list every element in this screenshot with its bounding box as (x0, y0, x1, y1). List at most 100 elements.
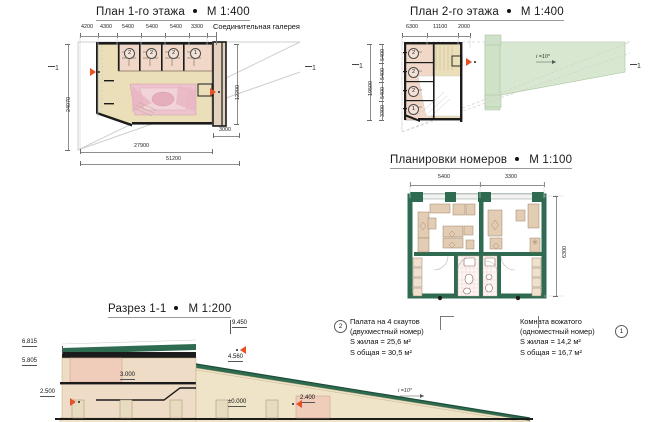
plan2-section-arrow (466, 58, 472, 66)
rooms-dim-2: 3300 (505, 174, 517, 180)
plan2-room-tag-1: 2 (408, 48, 419, 59)
arrow-dot (98, 71, 100, 73)
dim-tick (65, 44, 70, 45)
dim-tick (427, 33, 428, 38)
dim-tick (213, 133, 214, 138)
dim-tick (212, 149, 213, 154)
section-scale: M 1:200 (188, 303, 232, 315)
note-double-leader (440, 316, 441, 330)
dim-tick (65, 150, 70, 151)
cut-label: 1 (359, 63, 363, 70)
plan2-room-tag-2: 2 (408, 67, 419, 78)
plan2-dim-3: 2000 (458, 24, 470, 30)
note-tag-2: 2 (334, 320, 347, 333)
plan2-side-dim-1: 5400 (380, 49, 386, 61)
plan1-room-tag-2: 2 (146, 48, 157, 59)
dim-tick (141, 33, 142, 38)
bullet-icon (515, 156, 520, 161)
rooms-title: Планировки номеров (390, 154, 508, 166)
note-double-leader-h (440, 316, 454, 317)
section-elev-left-mid: 5.805 (22, 358, 38, 366)
cut-bar (630, 64, 637, 65)
dim-tick (239, 161, 240, 166)
plan1-dim-2: 4300 (100, 24, 112, 30)
elev-mark (62, 346, 63, 354)
rooms-right-dim: 6300 (562, 246, 568, 258)
plan2-room-tag-3: 2 (408, 86, 419, 97)
elev-mark (230, 320, 231, 334)
dim-tick (379, 82, 384, 83)
dim-tick (367, 44, 372, 45)
section-elev-right-mid: 4.560 (228, 354, 244, 362)
section-arrow-b (240, 346, 246, 354)
dim-tick (367, 120, 372, 121)
note-double-line4: S общая = 30,5 м² (350, 347, 412, 357)
dim-tick (544, 182, 545, 187)
arrow-dot (474, 61, 476, 63)
plan2-room-tag-4: 1 (408, 104, 419, 115)
arrow-dot (218, 91, 220, 93)
dim-tick (470, 33, 471, 38)
plan1-bottom-dimline (80, 152, 212, 153)
note-block-single: Комната вожатого (одноместный номер) S ж… (520, 317, 595, 358)
plan2-overall-dim: 19500 (368, 81, 374, 96)
section-slope-label: i =10° (398, 388, 412, 394)
cut-bar (305, 66, 312, 67)
bullet-icon (174, 305, 179, 310)
dim-tick (80, 33, 81, 38)
plan1-overall-dimline (80, 164, 239, 165)
plan1-top-dimline (80, 36, 216, 37)
dim-tick (98, 33, 99, 38)
plan1-room-tag-4: 1 (190, 48, 201, 59)
arrow-dot (78, 401, 80, 403)
plan1-overall-dim: 51200 (166, 156, 181, 162)
note-double-line1: Палата на 4 скаутов (350, 317, 420, 326)
dim-tick (458, 33, 459, 38)
section-arrow-c (296, 400, 302, 408)
plan2-dim-2: 11100 (433, 24, 448, 30)
bullet-icon (192, 8, 197, 13)
note-single-line2: (одноместный номер) (520, 327, 595, 337)
plan2-side-dim-4: 3300 (380, 105, 386, 117)
plan1-title: План 1-го этажа (96, 6, 185, 18)
section-arrow-left (90, 68, 96, 76)
plan2-side-dim-3: 5400 (380, 87, 386, 99)
rooms-top-dimline (410, 185, 544, 186)
plan1-callout-leader (216, 32, 217, 45)
dim-tick (80, 149, 81, 154)
section-drawing (55, 339, 533, 422)
dim-tick (379, 44, 384, 45)
plan1-callout-label: Соединительная галерея (213, 22, 300, 31)
dim-tick (80, 161, 81, 166)
rooms-dim-1: 5400 (438, 174, 450, 180)
cut-label: 1 (55, 65, 59, 72)
dim-tick (379, 63, 384, 64)
plan1-right-dimline (237, 44, 238, 124)
section-elev-left-top: 6.815 (22, 339, 38, 347)
plan1-room-tag-3: 2 (168, 48, 179, 59)
plan2-overall-dimline (370, 44, 371, 120)
arrow-dot (292, 403, 294, 405)
plan1-dim-3: 5400 (122, 24, 134, 30)
note-double-line2: (двухместный номер) (350, 327, 424, 337)
note-block-double: Палата на 4 скаутов (двухместный номер) … (350, 317, 424, 358)
plan1-drawing (77, 36, 301, 151)
section-arrow-right (210, 88, 216, 96)
plan1-dim-6: 3300 (191, 24, 203, 30)
rooms-drawing (407, 182, 564, 301)
cut-label: 1 (637, 63, 641, 70)
note-double-line3: S жилая = 25,6 м² (350, 337, 411, 347)
cut-bar (48, 66, 55, 67)
section-elev-right-low: 2.400 (300, 395, 316, 403)
section-elev-zero: ±0.000 (228, 399, 247, 407)
dim-tick (165, 33, 166, 38)
dim-tick (480, 182, 481, 187)
arrow-dot (236, 349, 238, 351)
plan2-title: План 2-го этажа (410, 6, 499, 18)
